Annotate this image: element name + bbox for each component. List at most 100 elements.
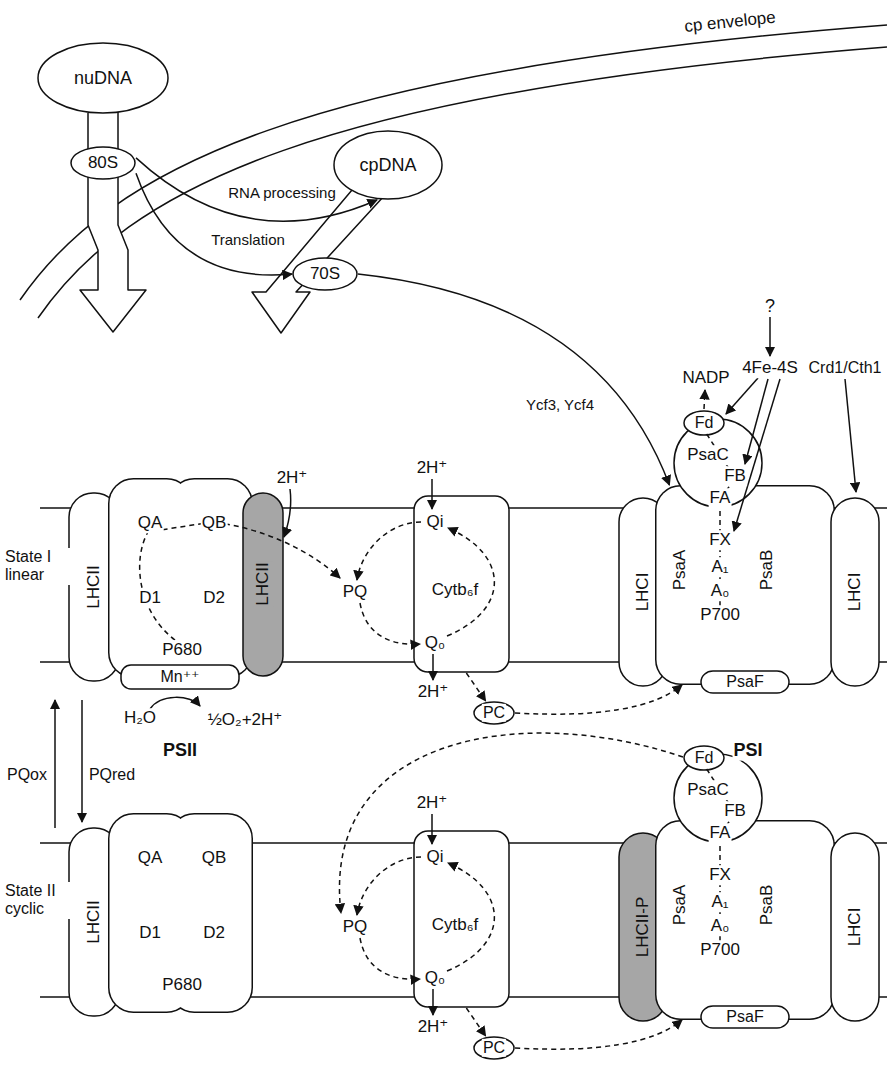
carrier-ellipse: PC	[473, 701, 515, 725]
annotation-label: PSII	[162, 740, 198, 761]
ribosome-ellipse: 70S	[292, 257, 358, 291]
outline-ellipse	[474, 702, 514, 724]
electron-chain	[706, 433, 735, 606]
part-label: LHCII	[84, 899, 104, 944]
part-label: PsaB	[757, 884, 777, 927]
carrier-ellipse: Fd	[683, 745, 725, 771]
annotation-label: 2H⁺	[416, 458, 449, 478]
cytochrome-complex: QiCytb₆fQ₀	[413, 495, 510, 673]
lobe-fill	[733, 487, 834, 684]
state-transition-arrow	[81, 700, 83, 822]
part-label: PsaF	[725, 1008, 764, 1026]
part-label: Cytb₆f	[431, 580, 480, 600]
outline-rect	[414, 496, 509, 672]
annotation-label: ?	[764, 296, 776, 317]
part-label: QA	[137, 513, 164, 533]
part-label: PC	[482, 1039, 506, 1057]
outline-rect	[243, 493, 283, 676]
lobe-outline	[733, 487, 834, 684]
annotation-label: ½O₂+2H⁺	[207, 710, 284, 730]
part-label: Fd	[694, 749, 715, 767]
water-split-arrow	[150, 697, 200, 709]
reaction-center: QAQBD1D2P680	[108, 813, 253, 1013]
dna-ellipse: cpDNA	[333, 130, 443, 200]
cytochrome-complex: QiCytb₆fQ₀	[413, 830, 510, 1008]
outline-rect	[701, 1006, 789, 1028]
part-label: LHCII-P	[633, 896, 653, 958]
part-label: PsaF	[725, 673, 764, 691]
subunit-bar: PsaF	[700, 670, 790, 694]
annotation-label: PQred	[88, 766, 136, 784]
part-label: P700	[699, 605, 741, 625]
nuclear-export-arrow	[80, 112, 146, 332]
annotation-label: NADP	[681, 368, 730, 388]
electron-flow	[360, 938, 420, 979]
antenna-complex: LHCI	[830, 832, 880, 1022]
dashed-flows	[140, 390, 735, 979]
part-label: Fd	[694, 414, 715, 432]
cluster-arrow	[745, 379, 768, 464]
part-label: PsaB	[757, 549, 777, 592]
part-label: Qi	[426, 512, 445, 532]
part-label: A₁	[710, 557, 729, 577]
part-label: LHCI	[633, 572, 653, 613]
part-label: FA	[709, 823, 732, 843]
annotation-label: 2H⁺	[417, 682, 450, 702]
part-label: PC	[482, 704, 506, 722]
cluster-arrow	[726, 378, 758, 414]
factor-arrow	[845, 379, 856, 492]
outline-ellipse	[38, 43, 168, 113]
part-label: Mn⁺⁺	[159, 668, 200, 686]
dashed-connector	[515, 685, 682, 714]
part-label: Qi	[426, 847, 445, 867]
cyclic-flow	[339, 733, 683, 913]
electron-flow	[704, 390, 705, 409]
connector-label: Ycf3, Ycf4	[525, 396, 595, 413]
outline-rect	[831, 498, 879, 686]
electron-flow	[140, 522, 340, 640]
carrier-ellipse: Fd	[683, 410, 725, 436]
solid-arrows	[55, 317, 856, 1015]
annotation-label: 2H⁺	[276, 468, 309, 488]
annotation-label: 2H⁺	[417, 1017, 450, 1037]
outline-rect	[414, 831, 509, 1007]
outline-ellipse	[71, 147, 135, 179]
ribosome-ellipse: 80S	[70, 146, 136, 180]
cluster-arrow	[734, 379, 780, 531]
part-label: Q₀	[424, 633, 446, 653]
connector-label: Translation	[210, 231, 286, 248]
reaction-center: FXA₁A₀P700PsaAPsaB	[655, 820, 835, 1020]
outline-rect	[121, 665, 239, 689]
connector-label: RNA processing	[227, 184, 337, 201]
part-label: D1	[138, 588, 162, 608]
dna-ellipse: nuDNA	[37, 42, 169, 114]
dashed-connector	[515, 1020, 682, 1049]
state-transition-arrow	[54, 700, 56, 828]
electron-flow	[360, 603, 420, 644]
part-label: PsaA	[670, 884, 690, 927]
q-cycle-flow	[447, 863, 494, 971]
part-label: LHCI	[845, 572, 865, 613]
part-label: FB	[723, 801, 747, 821]
annotation-label: 2H⁺	[416, 793, 449, 813]
annotation-label: 4Fe-4S	[741, 358, 799, 378]
proton-arrow	[431, 479, 433, 509]
electron-flow	[357, 857, 421, 915]
lobe-fill	[733, 822, 834, 1019]
part-label: D2	[202, 923, 226, 943]
annotation-label: Crd1/Cth1	[808, 359, 883, 377]
part-label: FX	[708, 865, 732, 885]
envelope-lines	[20, 25, 887, 318]
lobe-outline	[733, 822, 834, 1019]
electron-flow	[357, 522, 421, 580]
part-label: P700	[699, 940, 741, 960]
part-label: LHCI	[845, 907, 865, 948]
proton-arrow	[432, 989, 434, 1015]
dashed-connector	[466, 673, 485, 701]
part-label: A₀	[710, 916, 730, 936]
part-label: PsaC	[686, 780, 730, 800]
part-label: LHCII	[253, 561, 273, 606]
outline-ellipse	[334, 131, 442, 199]
proton-arrow	[431, 814, 433, 844]
